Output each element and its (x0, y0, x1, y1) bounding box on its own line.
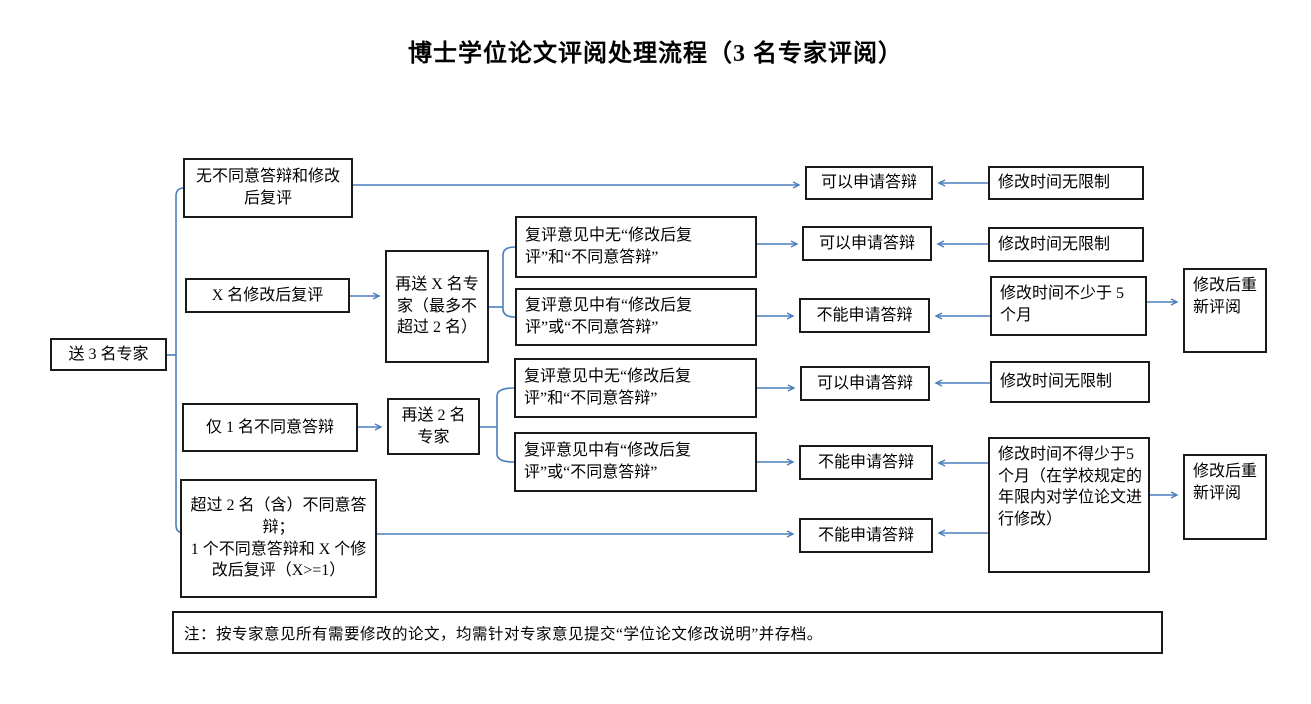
node-resend-x-experts: 再送 X 名专家（最多不超过 2 名） (385, 250, 489, 363)
node-send-3-experts: 送 3 名专家 (50, 338, 167, 371)
node-review-with-2: 复评意见中有“修改后复评”或“不同意答辩” (514, 432, 757, 492)
node-cannot-defend-3: 不能申请答辩 (799, 518, 933, 553)
node-time-min-5-months-rule: 修改时间不得少于5个月（在学校规定的年限内对学位论文进行修改） (988, 437, 1150, 573)
node-two-or-more-disagree: 超过 2 名（含）不同意答辩； 1 个不同意答辩和 X 个修改后复评（X>=1） (180, 479, 377, 598)
note-box: 注：按专家意见所有需要修改的论文，均需针对专家意见提交“学位论文修改说明”并存档… (172, 611, 1163, 654)
node-can-defend-3: 可以申请答辩 (800, 366, 930, 401)
node-cannot-defend-1: 不能申请答辩 (799, 298, 930, 333)
node-can-defend-1: 可以申请答辩 (805, 166, 933, 200)
node-rereview-after-revision-2: 修改后重新评阅 (1183, 454, 1267, 540)
node-time-no-limit-2: 修改时间无限制 (988, 227, 1144, 262)
node-x-revise-rereview: X 名修改后复评 (185, 278, 350, 313)
node-resend-2-experts: 再送 2 名专家 (387, 398, 480, 455)
node-rereview-after-revision-1: 修改后重新评阅 (1183, 268, 1267, 353)
node-one-disagree: 仅 1 名不同意答辩 (182, 403, 358, 452)
node-time-no-limit-1: 修改时间无限制 (988, 166, 1144, 200)
node-no-objection: 无不同意答辩和修改后复评 (183, 158, 353, 218)
node-time-no-limit-3: 修改时间无限制 (990, 361, 1150, 403)
node-time-min-5-months: 修改时间不少于 5 个月 (990, 276, 1147, 336)
node-cannot-defend-2: 不能申请答辩 (799, 445, 933, 480)
page-title: 博士学位论文评阅处理流程（3 名专家评阅） (408, 41, 903, 67)
node-review-without-1: 复评意见中无“修改后复评”和“不同意答辩” (515, 216, 757, 278)
edge-resendx-bracket (502, 246, 516, 318)
edge-resend2-bracket (496, 387, 515, 463)
node-review-without-2: 复评意见中无“修改后复评”和“不同意答辩” (514, 358, 757, 418)
node-review-with-1: 复评意见中有“修改后复评”或“不同意答辩” (515, 288, 757, 346)
node-can-defend-2: 可以申请答辩 (802, 226, 932, 261)
edge-send3-bracket (175, 187, 185, 534)
